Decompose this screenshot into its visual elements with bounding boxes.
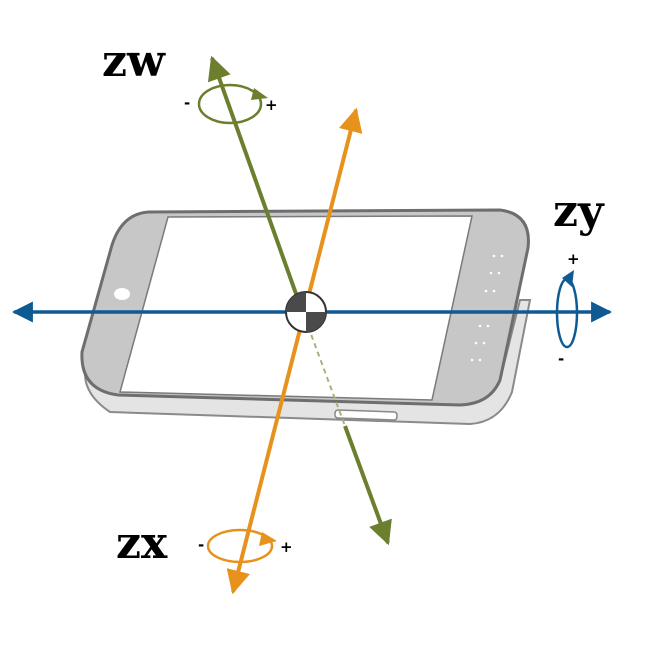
zy-plus-sign: +	[567, 250, 580, 268]
phone-camera	[114, 288, 130, 300]
origin-marker	[285, 291, 327, 333]
zy-axis-label: zy	[553, 186, 604, 237]
zx-axis-line	[226, 107, 363, 595]
zw-plus-sign: +	[265, 96, 278, 114]
phone-side-button	[334, 409, 398, 421]
zy-minus-sign: -	[558, 350, 565, 368]
zx-rotation-arrow-icon	[206, 528, 277, 564]
zw-minus-sign: -	[184, 94, 191, 112]
zx-plus-sign: +	[280, 538, 293, 556]
zx-minus-sign: -	[198, 536, 205, 554]
zw-rotation-arrow-icon	[197, 83, 268, 125]
zw-axis-lower-line	[343, 425, 392, 546]
phone-speaker-dots	[470, 254, 504, 362]
zx-axis-label: zx	[116, 518, 168, 569]
zw-axis-label: zw	[102, 36, 165, 87]
zy-rotation-arrow-icon	[555, 270, 579, 349]
